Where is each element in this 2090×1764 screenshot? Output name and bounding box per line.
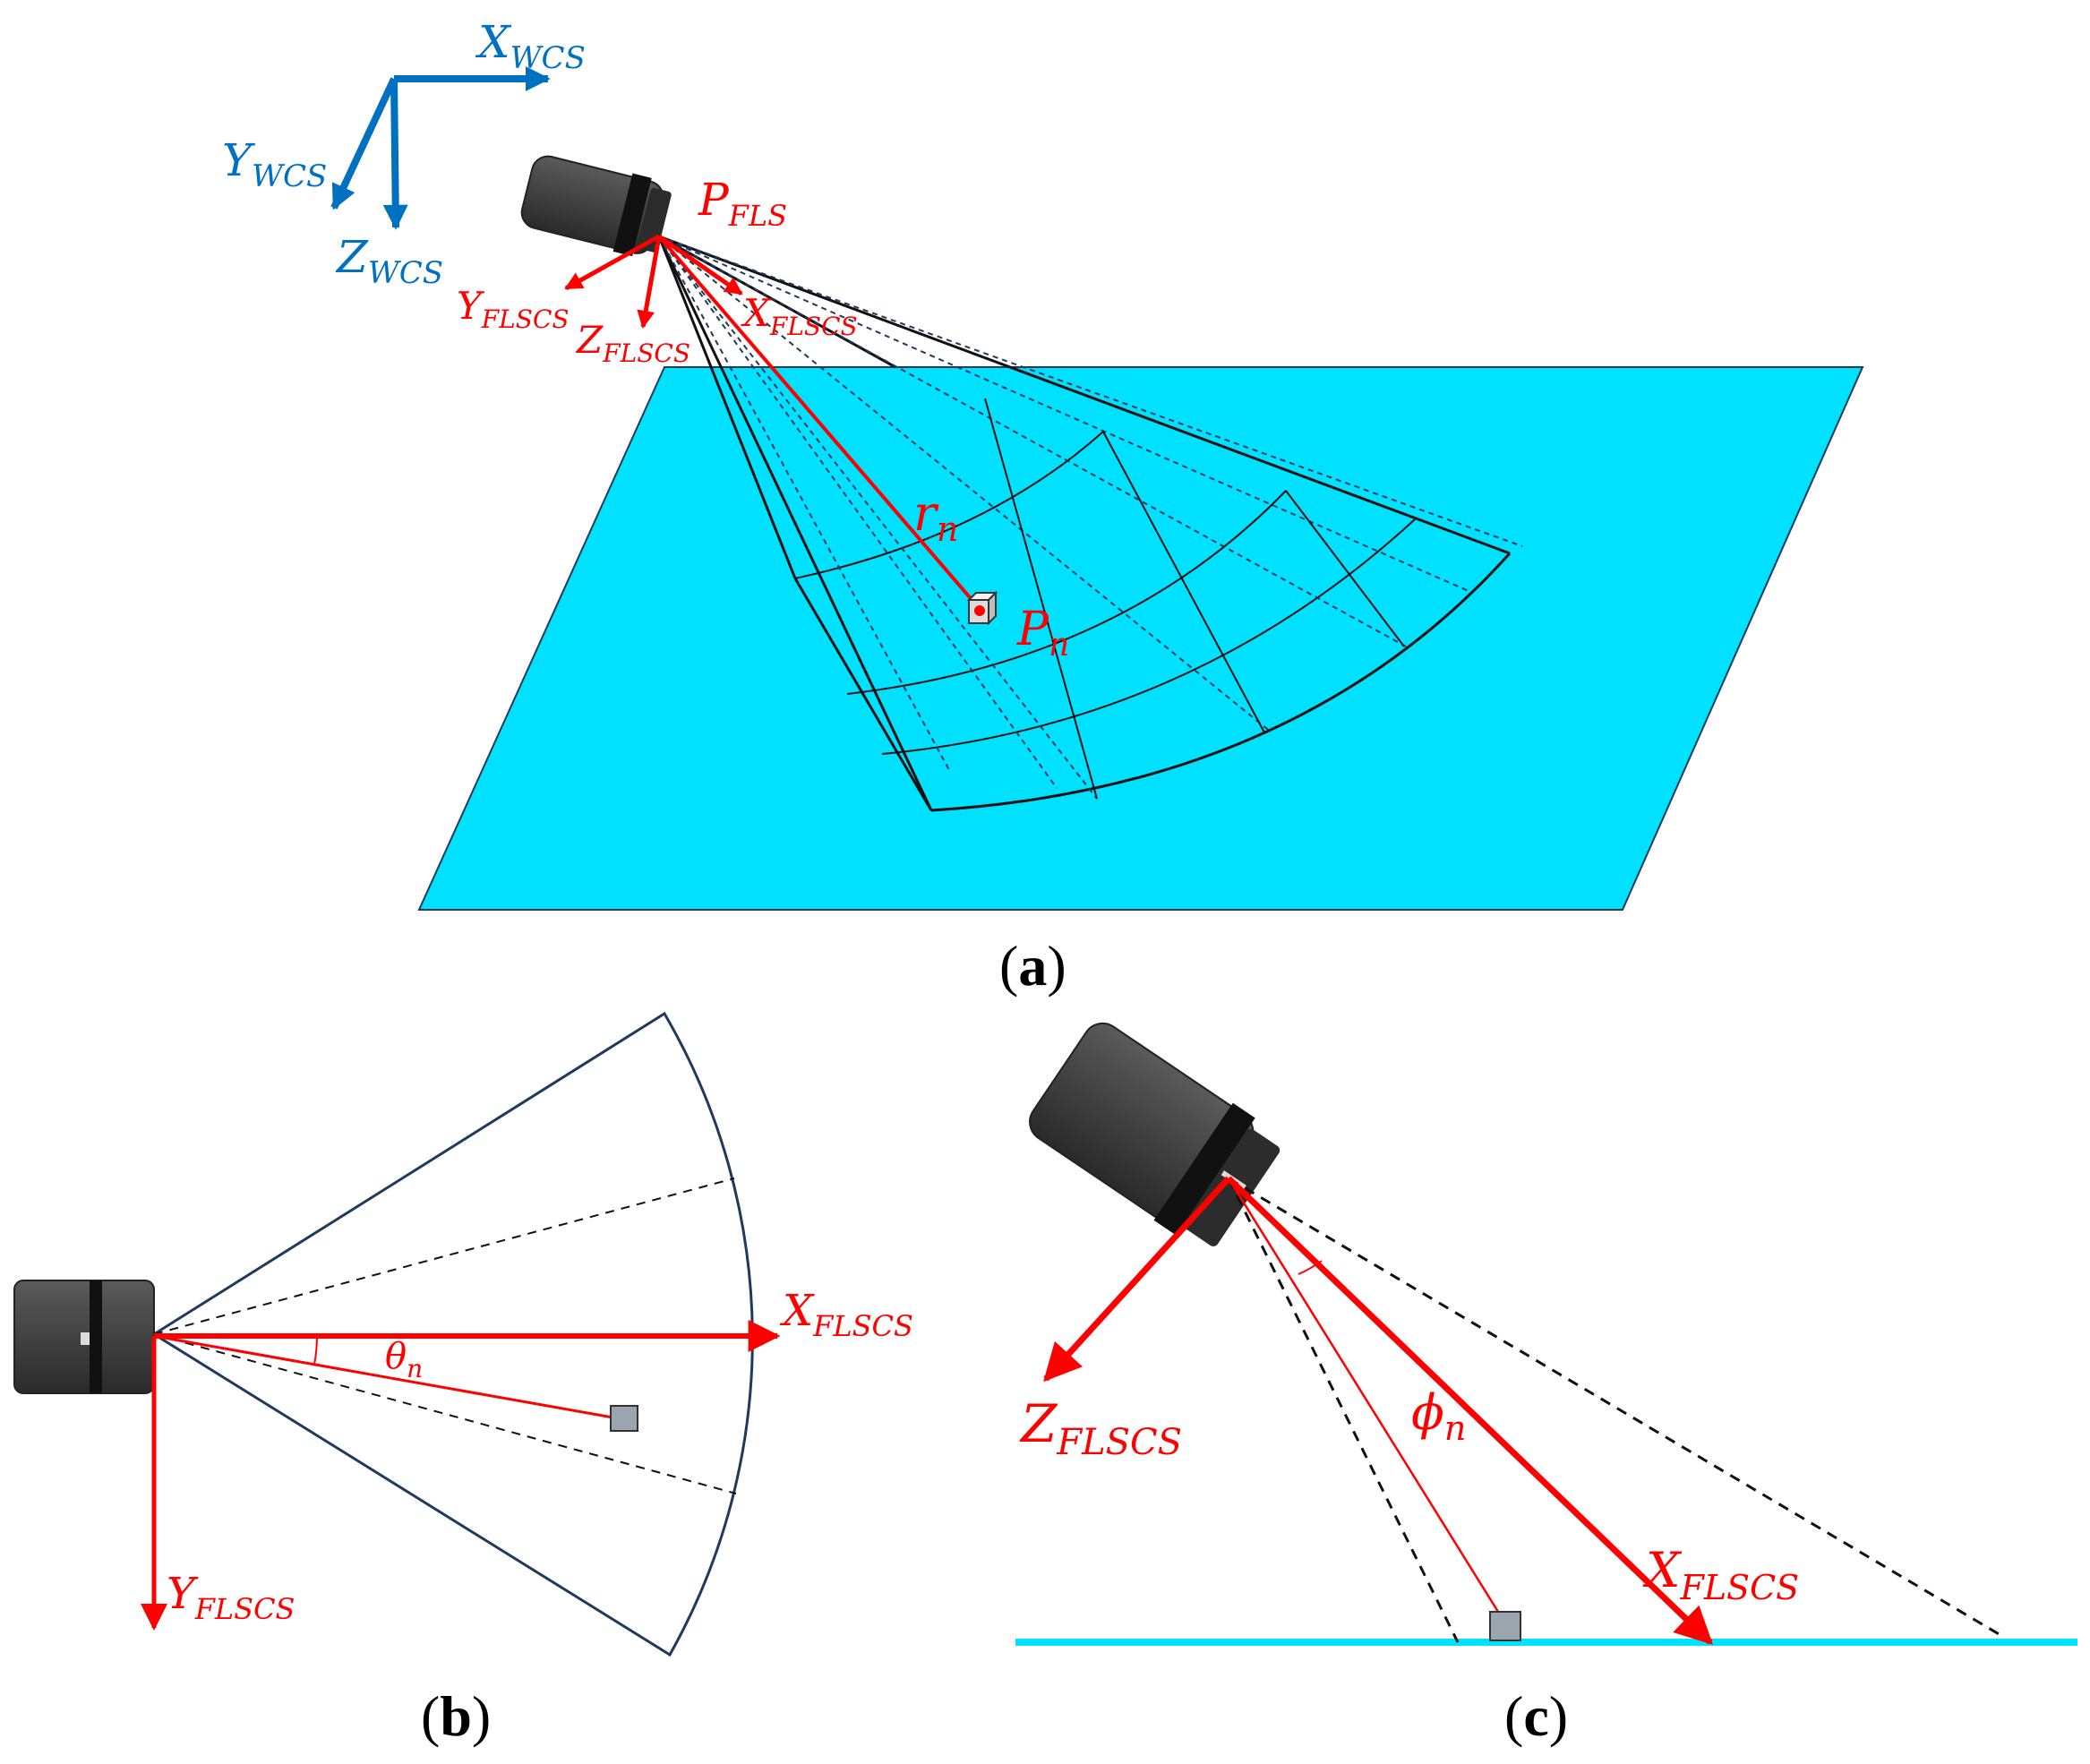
label-x-flscs-a: XFLSCS [741,291,858,341]
z-axis-c [1043,1176,1231,1383]
sector-dashed-beams [153,1177,737,1494]
label-theta: θn [385,1336,423,1383]
sonar-device-icon [520,155,672,257]
sonar-device-icon [13,1280,155,1394]
label-z-flscs-a: ZFLSCS [575,318,690,368]
label-p-fls: PFLS [698,174,787,233]
panel-b: XFLSCS YFLSCS θn (b) [13,1011,913,1748]
theta-ray [153,1334,619,1420]
caption-c: (c) [1504,1684,1568,1748]
panel-a: XWCS YWCS ZWCS PFLS YFLSCS ZFLSCS XFLSCS… [222,16,1864,998]
label-y-flscs-b: YFLSCS [167,1569,295,1626]
label-y-flscs-a: YFLSCS [457,284,570,334]
label-r-n: rn [913,485,958,549]
beam-dashed-lines [658,235,1523,800]
beam-curtain [984,398,1405,800]
panel-c: ZFLSCS XFLSCS ϕn (c) [1015,1022,2077,1748]
label-y-wcs: YWCS [222,134,327,194]
target-cube-icon [610,1405,638,1432]
x-axis-c [1226,1176,1714,1645]
label-x-wcs: XWCS [475,16,586,76]
label-z-flscs-c: ZFLSCS [1019,1393,1182,1463]
beam-edges [657,235,1512,812]
target-cube-icon [966,590,998,626]
label-x-flscs-c: XFLSCS [1642,1542,1799,1607]
flscs-axes-a [564,234,743,329]
sonar-device-icon [1029,1022,1281,1246]
label-z-wcs: ZWCS [335,231,443,291]
label-x-flscs-b: XFLSCS [779,1286,913,1343]
phi-ray [1227,1177,1504,1620]
target-cube-icon [1489,1611,1521,1641]
range-ray [657,235,981,611]
beam-dashed-c [1227,1177,2001,1643]
label-p-n: Pn [1016,603,1069,664]
wcs-axes [330,66,551,230]
label-phi: ϕn [1411,1384,1466,1448]
theta-arc [313,1335,318,1366]
phi-arc [1298,1260,1323,1275]
water-plane [417,366,1864,911]
caption-b: (b) [421,1684,491,1748]
caption-a: (a) [999,934,1066,998]
